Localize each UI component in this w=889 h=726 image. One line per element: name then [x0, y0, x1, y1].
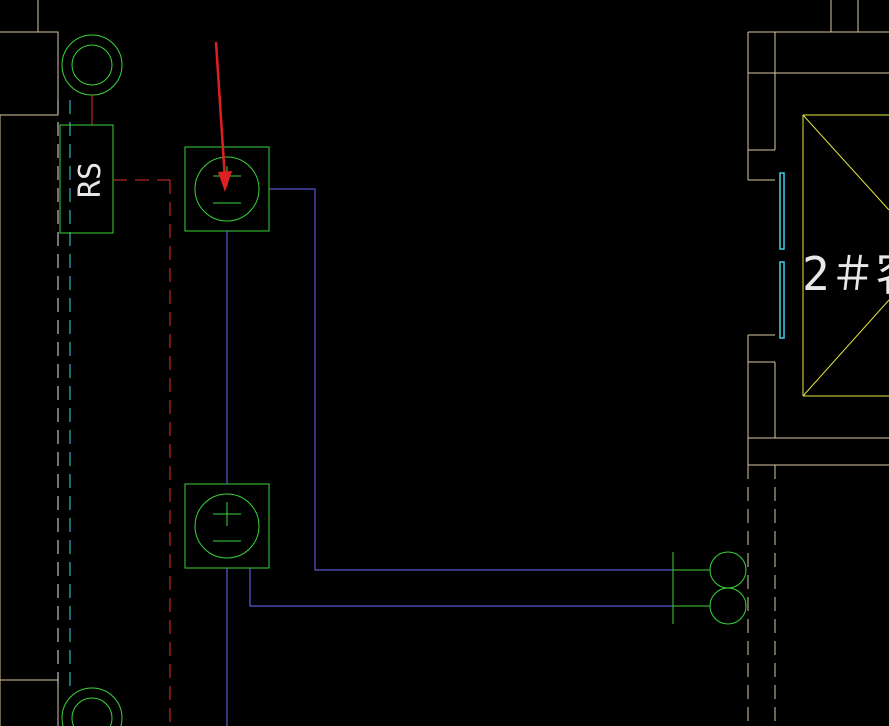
- window-symbol: [779, 172, 785, 339]
- red-dashed-route: [113, 179, 171, 726]
- wire-lower-route: [249, 568, 673, 607]
- room-2-box: [802, 114, 889, 397]
- rs-box: RS: [59, 124, 114, 234]
- left-wall-dashed-lines: [57, 100, 71, 690]
- wire-upper-route: [269, 188, 673, 571]
- blue-wires: [226, 188, 673, 726]
- upper-switch-box: [184, 146, 270, 232]
- top-outlet-icon: [61, 34, 123, 96]
- bottom-outlet-icon: [61, 687, 123, 726]
- red-arrow-icon: [214, 41, 232, 192]
- room-tag: 2＃客: [802, 247, 889, 301]
- lower-switch-box: [184, 483, 270, 569]
- rs-box-label: RS: [73, 162, 108, 198]
- right-wall: [747, 0, 889, 466]
- left-wall: [0, 0, 59, 726]
- right-wall-dashed: [747, 465, 776, 726]
- twin-outlet-icon: [672, 551, 747, 625]
